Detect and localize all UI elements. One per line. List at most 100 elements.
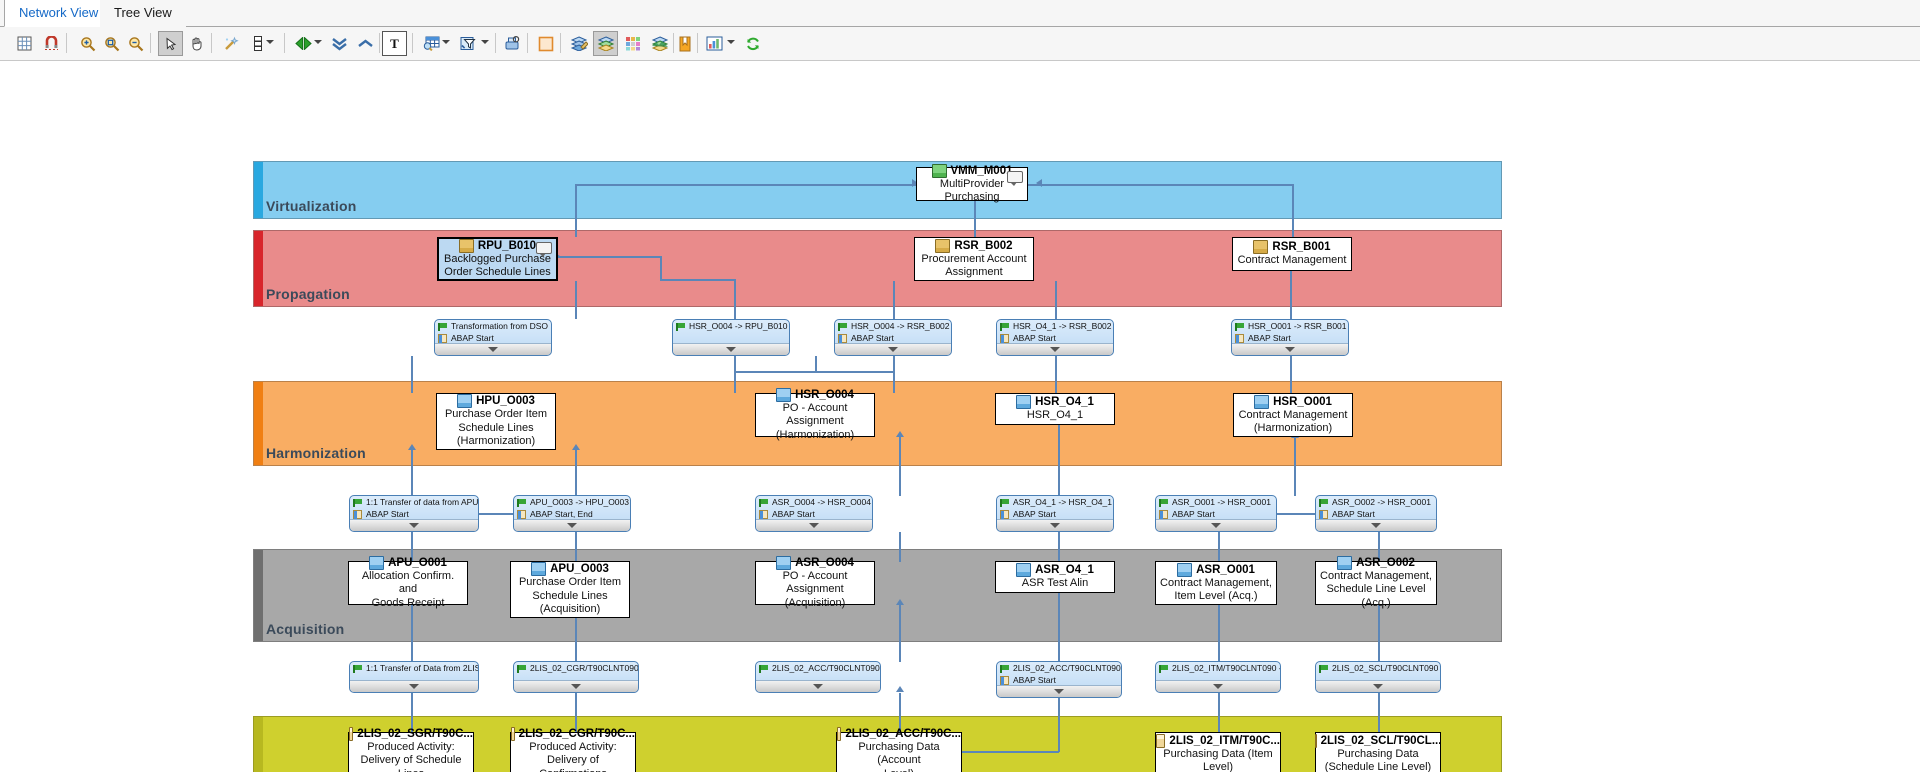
layer-band-virtualization[interactable]: Virtualization [253, 161, 1502, 219]
pan-hand-icon[interactable] [184, 31, 209, 56]
chevron-down-icon [726, 347, 736, 352]
tab-tree-view[interactable]: Tree View [100, 0, 186, 27]
object-node-description: Order Schedule Lines [441, 266, 553, 280]
transformation-expand-button[interactable] [997, 343, 1113, 355]
transformation-expand-button[interactable] [835, 343, 951, 355]
color-legend-icon[interactable] [620, 31, 645, 56]
datasource-icon [1315, 734, 1317, 748]
transformation-expand-button[interactable] [673, 343, 789, 355]
transformation-expand-button[interactable] [1232, 343, 1348, 355]
layers-edit-icon[interactable] [566, 31, 591, 56]
transformation-box-tf_apu3_hpu3[interactable]: APU_O003 -> HPU_O003ABAP Start, End [513, 495, 631, 532]
transformation-box-tf_11_2lis[interactable]: 1:1 Transfer of Data from 2LIS... [349, 661, 479, 693]
connector [411, 356, 413, 393]
object-node-hsr_o004[interactable]: HSR_O004PO - Account Assignment(Harmoniz… [755, 393, 875, 437]
collapse-up-icon[interactable] [353, 31, 378, 56]
transformation-flag-icon [1319, 665, 1328, 673]
object-node-ds_cgr[interactable]: 2LIS_02_CGR/T90C...Produced Activity:Del… [510, 732, 636, 772]
analysis-dropdown-arrow-icon[interactable] [727, 40, 735, 44]
magic-wand-icon[interactable] [218, 31, 243, 56]
transformation-box-tf_asr1_hsr1[interactable]: ASR_O001 -> HSR_O001ABAP Start [1155, 495, 1277, 532]
layout-columns-dropdown-arrow-icon[interactable] [266, 40, 274, 44]
analysis-chart-icon[interactable] [702, 31, 727, 56]
expand-horizontal-icon[interactable] [291, 31, 316, 56]
bookmark-icon[interactable] [672, 31, 697, 56]
object-node-hsr_o4_1[interactable]: HSR_O4_1HSR_O4_1 [995, 393, 1115, 425]
zoom-in-icon[interactable] [75, 31, 100, 56]
object-node-ds_itm[interactable]: 2LIS_02_ITM/T90C...Purchasing Data (Item… [1155, 732, 1281, 772]
collapse-down-icon[interactable] [327, 31, 352, 56]
connector [1218, 532, 1220, 562]
object-node-ds_sgr[interactable]: 2LIS_02_SGR/T90C...Produced Activity:Del… [348, 732, 474, 772]
zoom-fit-icon[interactable] [99, 31, 124, 56]
object-node-ds_acc[interactable]: 2LIS_02_ACC/T90C...Purchasing Data (Acco… [836, 732, 962, 772]
transformation-box-tf_hsr4_rsr2[interactable]: HSR_O004 -> RSR_B002ABAP Start [834, 319, 952, 356]
chevron-down-icon [409, 523, 419, 528]
expand-dropdown-arrow-icon[interactable] [314, 40, 322, 44]
transformation-box-tf_hsr41_rsr2[interactable]: HSR_O4_1 -> RSR_B002ABAP Start [996, 319, 1114, 356]
object-node-rpu_b010[interactable]: RPU_B010Backlogged PurchaseOrder Schedul… [437, 237, 558, 281]
transformation-expand-button[interactable] [1156, 519, 1276, 531]
transformation-expand-button[interactable] [1316, 680, 1440, 692]
transformation-box-tf_scl[interactable]: 2LIS_02_SCL/T90CLNT090 ->... [1315, 661, 1441, 693]
filter-icon[interactable] [456, 31, 481, 56]
object-node-ds_scl[interactable]: 2LIS_02_SCL/T90CL...Purchasing Data(Sche… [1315, 732, 1441, 772]
transformation-box-tf_hsr1_rsr1[interactable]: HSR_O001 -> RSR_B001ABAP Start [1231, 319, 1349, 356]
transformation-expand-button[interactable] [514, 519, 630, 531]
table-search-icon[interactable] [419, 31, 444, 56]
zoom-out-icon[interactable] [123, 31, 148, 56]
layers-map-icon[interactable] [647, 31, 672, 56]
transformation-box-tf_11_apu[interactable]: 1:1 Transfer of data from APU...ABAP Sta… [349, 495, 479, 532]
transformation-expand-button[interactable] [350, 680, 478, 692]
object-node-asr_o4_1[interactable]: ASR_O4_1ASR Test Alin [995, 561, 1115, 593]
transformation-box-tf_cgr[interactable]: 2LIS_02_CGR/T90CLNT090 ->... [513, 661, 639, 693]
object-node-asr_o004[interactable]: ASR_O004PO - Account Assignment(Acquisit… [755, 561, 875, 605]
transformation-box-tf_acc2[interactable]: 2LIS_02_ACC/T90CLNT090 ->...ABAP Start [996, 661, 1122, 698]
transformation-expand-button[interactable] [1156, 680, 1280, 692]
transformation-expand-button[interactable] [997, 519, 1113, 531]
refresh-icon[interactable] [740, 31, 765, 56]
transformation-expand-button[interactable] [997, 685, 1121, 697]
object-node-description: Delivery of Schedule Lines [349, 754, 473, 772]
transformation-expand-button[interactable] [756, 519, 872, 531]
filter-dropdown-arrow-icon[interactable] [481, 40, 489, 44]
frame-icon[interactable] [533, 31, 558, 56]
object-node-asr_o002[interactable]: ASR_O002Contract Management,Schedule Lin… [1315, 561, 1437, 605]
transformation-expand-button[interactable] [1316, 519, 1436, 531]
transformation-box-tf_dso_hp[interactable]: Transformation from DSO HP...ABAP Start [434, 319, 552, 356]
layers-show-icon[interactable] [593, 31, 618, 56]
object-node-description: Produced Activity: [364, 741, 457, 755]
transformation-box-tf_acc[interactable]: 2LIS_02_ACC/T90CLNT090 ->... [755, 661, 881, 693]
transformation-expand-button[interactable] [756, 680, 880, 692]
object-node-rsr_b001[interactable]: RSR_B001Contract Management [1232, 237, 1352, 271]
transformation-box-tf_hsr4_rpu[interactable]: HSR_O004 -> RPU_B010 [672, 319, 790, 356]
diagram-canvas[interactable]: VirtualizationPropagationHarmonizationAc… [0, 61, 1920, 772]
object-node-rsr_b002[interactable]: RSR_B002Procurement AccountAssignment [914, 237, 1034, 281]
transformation-box-tf_asr41_hsr41[interactable]: ASR_O4_1 -> HSR_O4_1ABAP Start [996, 495, 1114, 532]
transformation-expand-button[interactable] [435, 343, 551, 355]
transformation-expand-button[interactable] [514, 680, 638, 692]
table-search-dropdown-arrow-icon[interactable] [442, 40, 450, 44]
text-tool-icon[interactable]: T [382, 31, 407, 56]
pointer-select-icon[interactable] [158, 31, 183, 56]
layer-stripe [254, 231, 263, 306]
object-node-apu_o001[interactable]: APU_O001Allocation Confirm. andGoods Rec… [348, 561, 468, 605]
transformation-box-tf_asr2_hsr1[interactable]: ASR_O002 -> HSR_O001ABAP Start [1315, 495, 1437, 532]
object-node-title: RSR_B001 [1233, 240, 1351, 254]
print-preview-icon[interactable] [500, 31, 525, 56]
chevron-down-icon [1371, 523, 1381, 528]
transformation-expand-button[interactable] [350, 519, 478, 531]
transformation-box-tf_asr4_hsr4[interactable]: ASR_O004 -> HSR_O004ABAP Start [755, 495, 873, 532]
comment-bubble-icon[interactable] [536, 242, 552, 254]
magnet-snap-icon[interactable] [39, 31, 64, 56]
object-node-vmm_m001[interactable]: VMM_M001MultiProvider Purchasing [916, 167, 1028, 201]
grid-icon[interactable] [12, 31, 37, 56]
transformation-box-tf_itm[interactable]: 2LIS_02_ITM/T90CLNT090 ->... [1155, 661, 1281, 693]
object-node-hpu_o003[interactable]: HPU_O003Purchase Order ItemSchedule Line… [436, 393, 556, 450]
object-node-hsr_o001[interactable]: HSR_O001Contract Management(Harmonizatio… [1233, 393, 1353, 437]
object-node-asr_o001[interactable]: ASR_O001Contract Management,Item Level (… [1155, 561, 1277, 605]
object-node-apu_o003[interactable]: APU_O003Purchase Order ItemSchedule Line… [510, 561, 630, 618]
comment-bubble-icon[interactable] [1007, 171, 1023, 183]
transformation-flag-icon [676, 323, 685, 331]
tab-network-view[interactable]: Network View [4, 0, 113, 27]
